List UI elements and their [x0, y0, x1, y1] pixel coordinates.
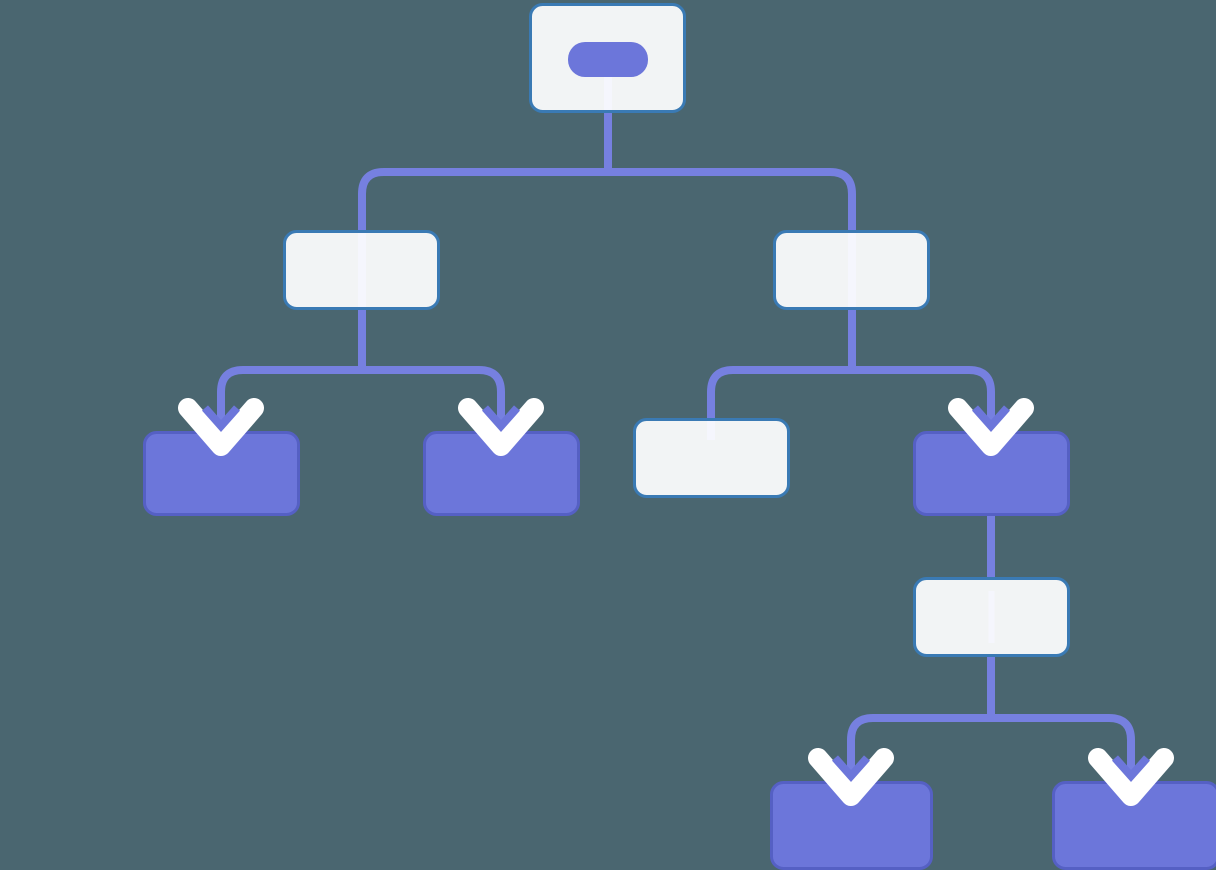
- arrow-down-leaf-b-purple-head: [482, 405, 520, 433]
- node-layer: [143, 3, 1216, 870]
- arrow-down-leaf-a: [178, 398, 264, 456]
- connector-bus-level1: [358, 168, 856, 232]
- level1-right-node[interactable]: [773, 230, 930, 310]
- connector-bus-level2-right: [707, 366, 995, 440]
- root-pill-shape[interactable]: [568, 42, 648, 77]
- level2-white-node[interactable]: [633, 418, 790, 498]
- arrow-down-leaf-l4b-purple-head: [1112, 755, 1150, 783]
- arrow-down-leaf-d: [948, 398, 1034, 456]
- arrow-down-leaf-d-purple-head: [972, 405, 1010, 433]
- level1-left-node-shape[interactable]: [283, 230, 440, 310]
- root-node[interactable]: [529, 3, 686, 113]
- arrow-down-leaf-l4a-purple-head: [832, 755, 870, 783]
- arrow-down-leaf-l4a: [808, 748, 894, 806]
- arrow-layer: [178, 398, 1174, 806]
- level2-white-node-shape[interactable]: [633, 418, 790, 498]
- arrow-down-leaf-l4a-white-chevron: [808, 748, 894, 806]
- connector-bus-level4: [847, 714, 1135, 790]
- level1-left-node[interactable]: [283, 230, 440, 310]
- arrow-down-leaf-b: [458, 398, 544, 456]
- arrow-down-leaf-d-white-chevron: [948, 398, 1034, 456]
- level1-right-node-shape[interactable]: [773, 230, 930, 310]
- arrow-down-leaf-l4b: [1088, 748, 1174, 806]
- connector-bus-level2-left: [217, 366, 505, 440]
- arrow-down-leaf-a-purple-head: [202, 405, 240, 433]
- arrow-down-leaf-a-white-chevron: [178, 398, 264, 456]
- arrow-down-leaf-b-white-chevron: [458, 398, 544, 456]
- level3-white-node[interactable]: [913, 577, 1070, 657]
- level3-white-node-shape[interactable]: [913, 577, 1070, 657]
- arrow-down-leaf-l4b-white-chevron: [1088, 748, 1174, 806]
